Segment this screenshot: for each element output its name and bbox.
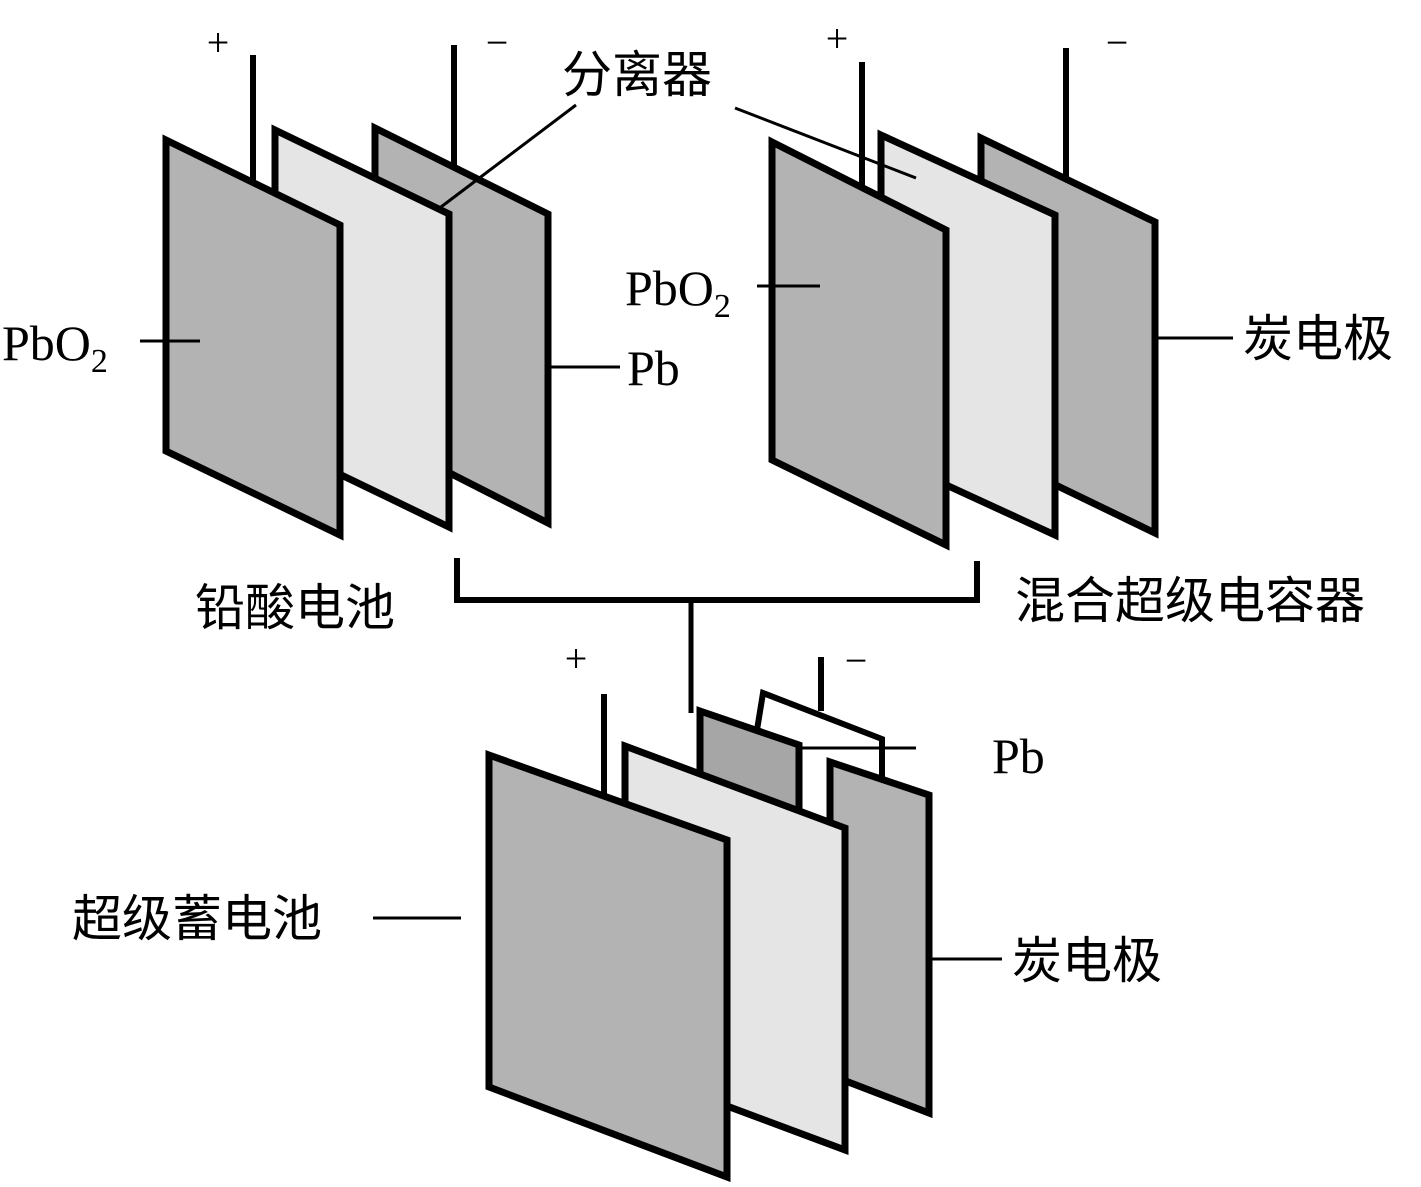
- ultrabattery-negative-sign: −: [845, 638, 868, 683]
- lead-acid-pbo2-label: PbO2: [2, 315, 108, 380]
- capacitor-pbo2-text: PbO: [625, 260, 714, 316]
- capacitor-separator-leader: [734, 106, 917, 180]
- lead-acid-title: 铅酸电池: [195, 579, 395, 637]
- capacitor-pbo2-subscript: 2: [714, 288, 731, 325]
- lead-acid-pbo2-electrode: [162, 134, 344, 541]
- capacitor-pbo2-electrode: [768, 136, 950, 551]
- ultrabattery-negative-bridge: [754, 688, 885, 777]
- lead-acid-positive-sign: +: [207, 20, 230, 65]
- ultrabattery-carbon-label: 炭电极: [1012, 932, 1162, 990]
- hybrid-supercapacitor: + − PbO2 炭电极 混合超级电容器: [625, 16, 1393, 630]
- capacitor-positive-sign: +: [826, 16, 849, 61]
- capacitor-negative-sign: −: [1106, 20, 1129, 65]
- ultrabattery-pb-label: Pb: [992, 728, 1045, 784]
- ultrabattery-title: 超级蓄电池: [72, 890, 322, 948]
- capacitor-title: 混合超级电容器: [1015, 572, 1365, 630]
- lead-acid-pbo2-subscript: 2: [91, 343, 108, 380]
- capacitor-carbon-label: 炭电极: [1243, 310, 1393, 368]
- lead-acid-battery: + − PbO2 Pb 铅酸电池: [2, 20, 680, 637]
- ultrabattery: + − Pb 超级蓄电池 炭电极: [72, 636, 1162, 1183]
- ultrabattery-pbo2-electrode: [485, 750, 731, 1183]
- lead-acid-pbo2-text: PbO: [2, 315, 91, 371]
- capacitor-pbo2-label: PbO2: [625, 260, 731, 325]
- lead-acid-pb-label: Pb: [627, 340, 680, 396]
- separator-label: 分离器: [562, 46, 712, 104]
- bracket-line: [454, 558, 980, 603]
- lead-acid-separator-leader: [436, 103, 577, 212]
- combine-bracket: [454, 558, 980, 713]
- ultrabattery-positive-sign: +: [565, 636, 588, 681]
- lead-acid-negative-sign: −: [486, 20, 509, 65]
